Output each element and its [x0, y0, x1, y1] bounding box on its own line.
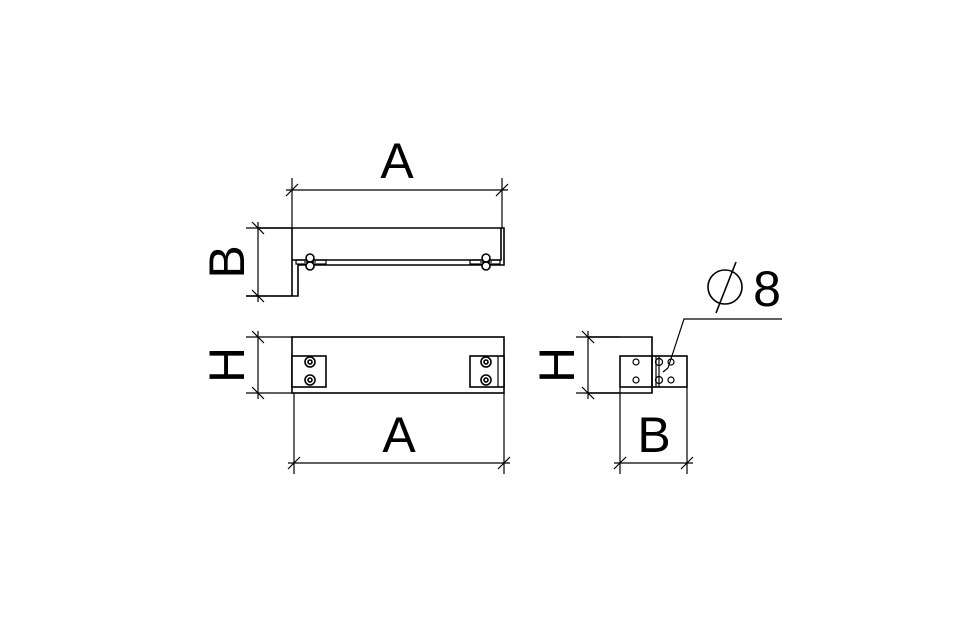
- hole-callout: 8: [662, 261, 782, 373]
- plate-left: [291, 355, 327, 388]
- label-b-left: B: [199, 245, 255, 278]
- dimension-h-front: H: [199, 330, 292, 400]
- label-h-front: H: [199, 347, 255, 383]
- front-view: H A: [199, 330, 511, 474]
- label-b-side: B: [637, 407, 670, 463]
- diameter-symbol: [707, 261, 743, 314]
- label-a-bottom: A: [382, 407, 416, 463]
- dimension-a-bottom: A: [287, 393, 511, 474]
- dimension-b-side: B: [613, 387, 694, 474]
- side-view: H B 8: [529, 261, 782, 474]
- label-a-top: A: [380, 133, 414, 189]
- label-hole-diameter: 8: [753, 261, 781, 317]
- top-view: A B: [199, 133, 509, 303]
- side-holes: [632, 357, 675, 385]
- dimension-b-left: B: [199, 221, 292, 303]
- dimension-a-top: A: [285, 133, 509, 228]
- plate-right: [469, 355, 505, 388]
- dimension-h-side: H: [529, 330, 620, 400]
- bolt-left-top: [295, 253, 327, 271]
- label-h-side: H: [529, 347, 585, 383]
- bolt-right-top: [469, 253, 501, 271]
